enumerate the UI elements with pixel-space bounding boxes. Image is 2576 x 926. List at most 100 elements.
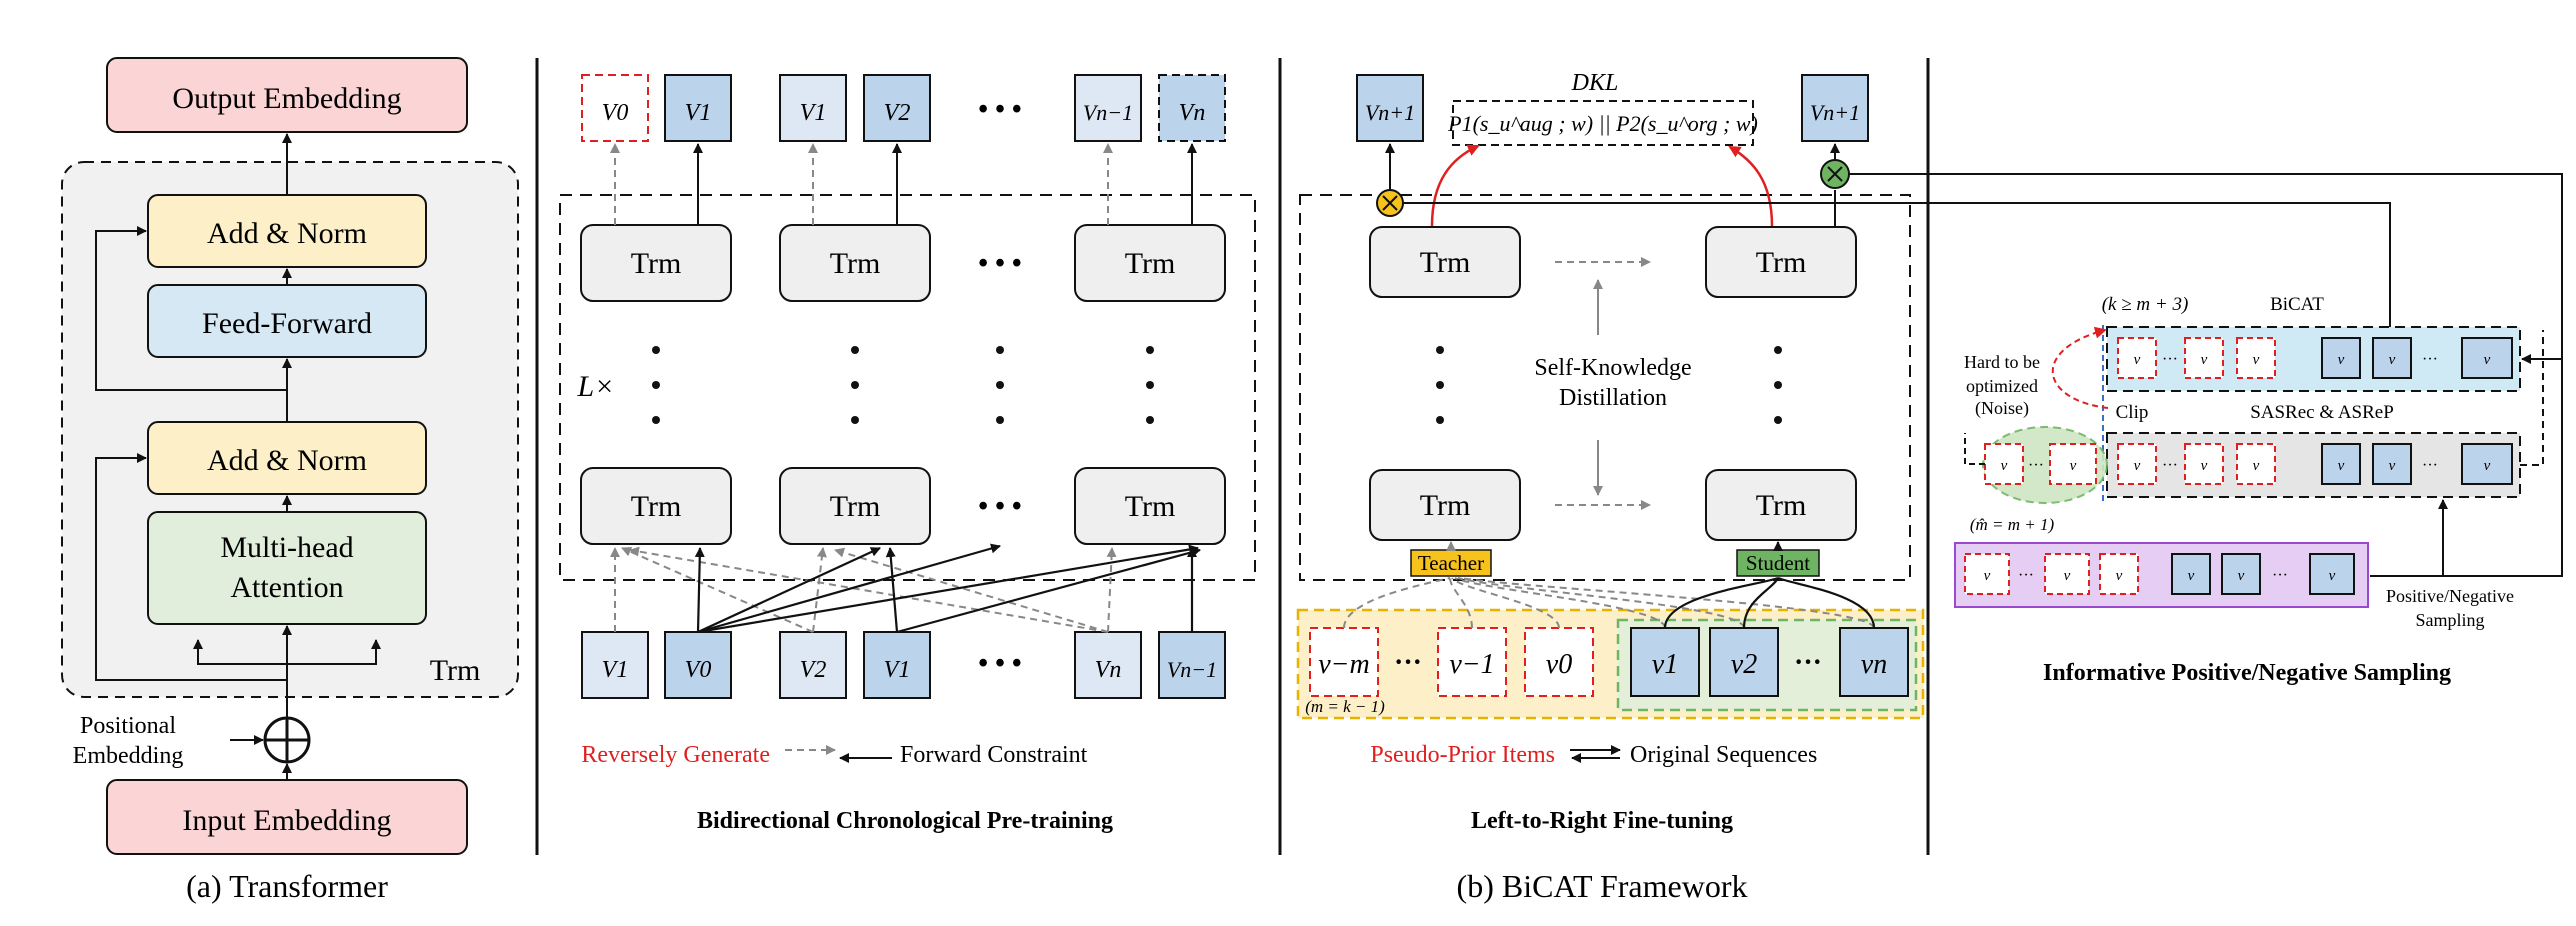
student-trm-bottom bbox=[1705, 469, 1857, 541]
bicat-prior-token bbox=[2184, 337, 2224, 379]
token-glyph: v bbox=[2070, 458, 2077, 474]
pretrain-trm-label: Trm bbox=[631, 490, 682, 523]
pretrain-ellipsis: • • • bbox=[978, 248, 1021, 279]
trm-block-label: Trm bbox=[430, 654, 481, 687]
token-glyph: v bbox=[2134, 458, 2141, 474]
original-token-box bbox=[1839, 627, 1909, 697]
sasrec-orig-token bbox=[2321, 443, 2361, 485]
finetune-teacher-output-label: Vn+1 bbox=[1365, 100, 1415, 125]
prior-token-box bbox=[1309, 627, 1379, 697]
finetune-vertical-dots bbox=[1436, 346, 1782, 424]
source-prior-token bbox=[2099, 553, 2139, 595]
pretrain-top-token-box bbox=[581, 74, 649, 142]
sasrec-row-label: SASRec & ASReP bbox=[2250, 402, 2394, 423]
sampling-title: Informative Positive/Negative Sampling bbox=[2043, 660, 2451, 686]
ellipsis: ··· bbox=[2162, 457, 2178, 474]
bicat-orig-token bbox=[2372, 337, 2412, 379]
sasrec-feedback-line bbox=[2520, 330, 2544, 466]
token-glyph: v bbox=[2389, 458, 2396, 474]
output-embedding-box bbox=[106, 57, 468, 133]
skd-label-line2: Distillation bbox=[1559, 385, 1667, 411]
m-hat-note: (m̂ = m + 1) bbox=[1970, 515, 2055, 534]
legend-orig-label: Original Sequences bbox=[1630, 742, 1817, 768]
input-embedding-label: Input Embedding bbox=[182, 804, 391, 837]
token-glyph: v bbox=[2484, 352, 2491, 368]
teacher-trm-bottom bbox=[1369, 469, 1521, 541]
noise-token bbox=[2049, 443, 2097, 485]
legend-prior-label: Pseudo-Prior Items bbox=[1370, 742, 1555, 768]
finetune-layer-stack bbox=[1299, 194, 1911, 581]
finetune-trm-label: Trm bbox=[1420, 246, 1471, 279]
bicat-row-label: BiCAT bbox=[2270, 294, 2324, 315]
original-token: vn bbox=[1861, 649, 1887, 680]
original-token-box bbox=[1709, 627, 1779, 697]
layer-count-label: L× bbox=[577, 370, 615, 403]
skd-label-line1: Self-Knowledge bbox=[1534, 355, 1691, 381]
pos-neg-label-line2: Sampling bbox=[2415, 610, 2484, 630]
source-orig-token bbox=[2171, 553, 2211, 595]
skd-arrows bbox=[1555, 257, 1651, 510]
m-equation-note: (m = k − 1) bbox=[1305, 697, 1385, 716]
token-glyph: v bbox=[2253, 458, 2260, 474]
finetune-trm-label: Trm bbox=[1756, 246, 1807, 279]
hard-optimized-arrow bbox=[2051, 326, 2109, 409]
student-badge bbox=[1736, 549, 1820, 577]
pretrain-top-token-box bbox=[779, 74, 847, 142]
bicat-prior-token bbox=[2117, 337, 2157, 379]
pretrain-bottom-token-box bbox=[1158, 631, 1226, 699]
caption-bicat-framework: (b) BiCAT Framework bbox=[1457, 868, 1748, 904]
pretrain-ellipsis: • • • bbox=[978, 94, 1021, 125]
sasrec-orig-token bbox=[2461, 443, 2513, 485]
prior-token: v−m bbox=[1318, 649, 1370, 680]
pretrain-top-token-box bbox=[1158, 74, 1226, 142]
sampling-to-sasrec-arrow bbox=[2370, 499, 2448, 577]
pretrain-trm-label: Trm bbox=[830, 247, 881, 280]
add-norm-bottom-label: Add & Norm bbox=[207, 444, 367, 477]
noise-token bbox=[1984, 443, 2024, 485]
teacher-trm-top bbox=[1369, 226, 1521, 298]
multiply-icon bbox=[1382, 195, 1398, 211]
pretrain-vertical-dots bbox=[652, 346, 1154, 424]
original-ellipsis: ··· bbox=[1794, 647, 1822, 678]
k-condition-note: (k ≥ m + 3) bbox=[2102, 294, 2189, 315]
pretrain-ellipsis: • • • bbox=[978, 491, 1021, 522]
pos-neg-label-line1: Positive/Negative bbox=[2386, 586, 2514, 606]
prior-token: v−1 bbox=[1449, 649, 1494, 680]
token-glyph: v bbox=[2484, 458, 2491, 474]
pretrain-bottom-token-box bbox=[664, 631, 732, 699]
finetune-student-output-label: Vn+1 bbox=[1810, 100, 1860, 125]
panel-transformer: Output Embedding Add & Norm Feed-Forward… bbox=[61, 57, 519, 904]
source-orig-token bbox=[2309, 553, 2355, 595]
ellipsis: ··· bbox=[2028, 457, 2044, 474]
ellipsis: ··· bbox=[2162, 351, 2178, 368]
pretrain-top-token-box bbox=[1074, 74, 1142, 142]
prior-token: v0 bbox=[1546, 649, 1572, 680]
sasrec-prior-token bbox=[2117, 443, 2157, 485]
token-glyph: v bbox=[2238, 568, 2245, 584]
pretrain-layer-stack bbox=[559, 194, 1256, 581]
pretrain-bottom-token: V1 bbox=[602, 657, 629, 683]
finetune-trm-label: Trm bbox=[1420, 489, 1471, 522]
prior-token-box bbox=[1437, 627, 1507, 697]
bicat-orig-token bbox=[2461, 337, 2513, 379]
hard-label-line1: Hard to be bbox=[1964, 352, 2040, 372]
token-glyph: v bbox=[2201, 352, 2208, 368]
noise-connector bbox=[1964, 433, 1985, 465]
original-token: v1 bbox=[1652, 649, 1678, 680]
source-orig-token bbox=[2221, 553, 2261, 595]
positional-label-line1: Positional bbox=[80, 713, 176, 739]
pretrain-trm-label: Trm bbox=[631, 247, 682, 280]
positional-label-line2: Embedding bbox=[73, 743, 184, 769]
panel-sampling: v ··· v v v v ··· v (k ≥ m + 3) BiCAT v … bbox=[1403, 173, 2563, 686]
source-prior-token bbox=[1964, 553, 2010, 595]
finetune-teacher-output-token bbox=[1356, 74, 1424, 142]
transformer-connections bbox=[95, 133, 381, 780]
bicat-sequence-row bbox=[2106, 326, 2521, 392]
token-glyph: v bbox=[2389, 352, 2396, 368]
ellipsis: ··· bbox=[2018, 567, 2034, 584]
sasrec-prior-token bbox=[2236, 443, 2276, 485]
ellipsis: ··· bbox=[2422, 457, 2438, 474]
token-glyph: v bbox=[2329, 568, 2336, 584]
token-glyph: v bbox=[2338, 352, 2345, 368]
